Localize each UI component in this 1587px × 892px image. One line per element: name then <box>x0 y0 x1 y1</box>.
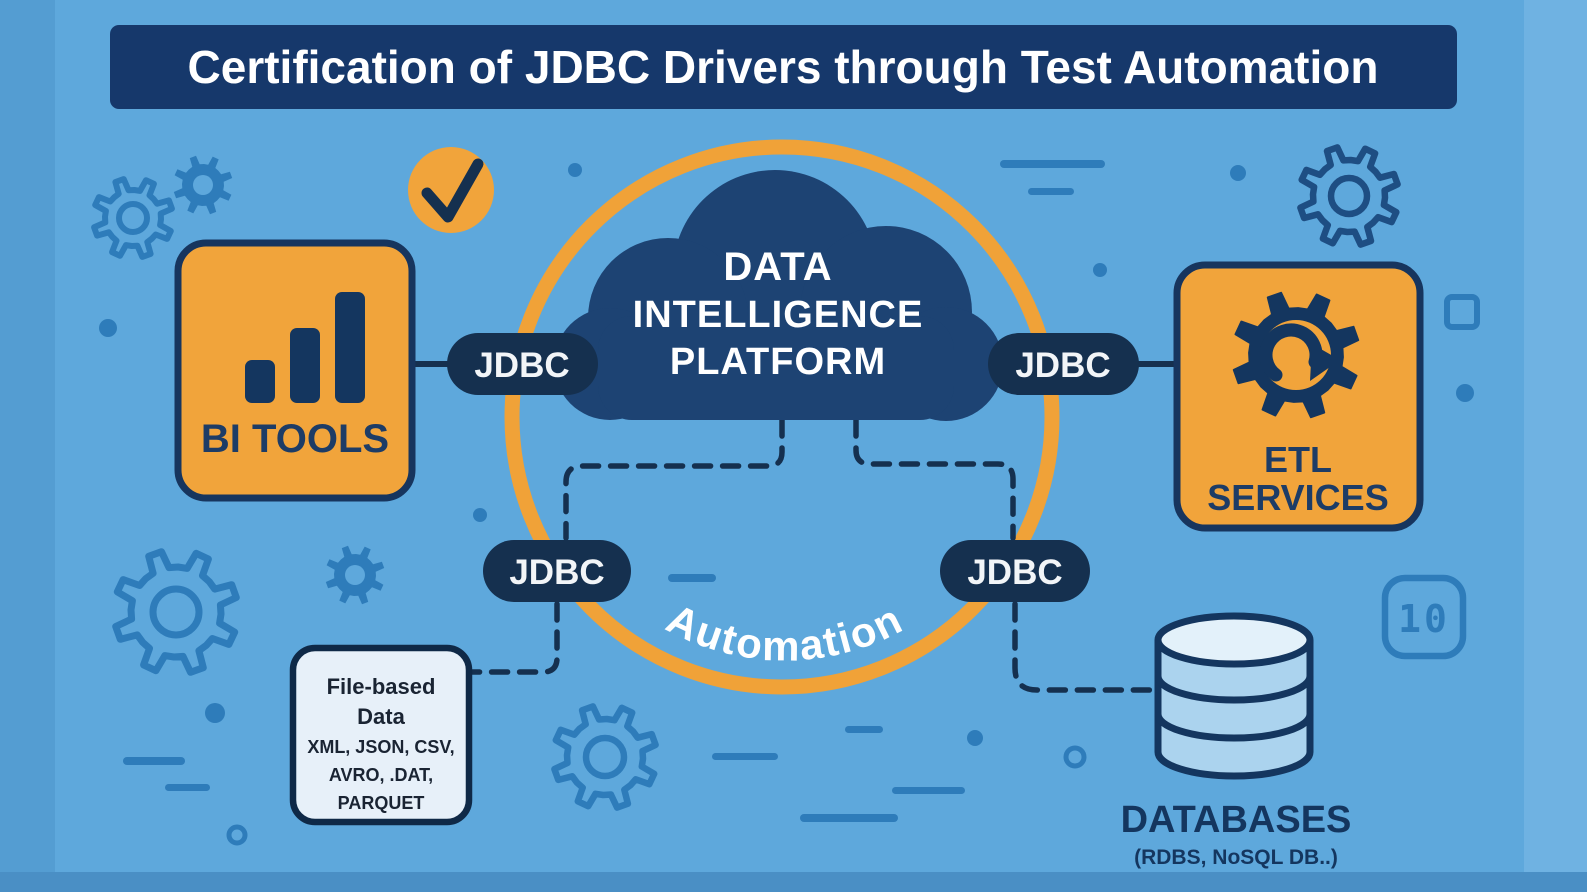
dash-line-decoration <box>1000 160 1105 168</box>
file-data-title-line1: File-based <box>327 674 436 699</box>
dash-line-decoration <box>1028 188 1074 195</box>
dot-decoration <box>568 163 582 177</box>
bi-tools-label: BI TOOLS <box>201 417 389 461</box>
page-title: Certification of JDBC Drivers through Te… <box>188 41 1379 93</box>
jdbc-pill-filedata: JDBC <box>483 540 631 602</box>
dash-line-decoration <box>712 753 778 760</box>
jdbc-pill-databases: JDBC <box>940 540 1090 602</box>
databases-label: DATABASES <box>1121 799 1352 841</box>
background-left-band <box>0 0 55 892</box>
file-based-data-box: File-based Data XML, JSON, CSV, AVRO, .D… <box>289 644 473 826</box>
file-data-title-line2: Data <box>357 704 405 729</box>
connector-dashed-jdbc-to-databases <box>1012 601 1157 693</box>
dot-decoration <box>967 730 983 746</box>
dash-line-decoration <box>845 726 883 733</box>
dashed-connectors <box>469 417 1157 693</box>
dot-decoration <box>1093 263 1107 277</box>
cloud-shape <box>554 170 1003 421</box>
gear-icon <box>173 155 233 215</box>
binary-icon-glyph: 10 <box>1398 597 1450 641</box>
ring-decoration <box>1063 745 1087 769</box>
etl-services-box: ETL SERVICES <box>1173 261 1424 532</box>
etl-label-line2: SERVICES <box>1207 477 1388 518</box>
platform-text-line2: INTELLIGENCE <box>633 294 924 336</box>
dash-line-decoration <box>800 814 898 822</box>
background-right-band <box>1524 0 1587 892</box>
binary-icon: 10 <box>1381 574 1467 660</box>
connector-dashed-platform-to-right-jdbc <box>853 417 1016 541</box>
dash-line-decoration <box>123 757 185 765</box>
dash-line-decoration <box>165 784 210 791</box>
connector-dashed-jdbc-to-filedata <box>469 601 560 675</box>
dash-line-decoration <box>892 787 965 794</box>
ring-decoration <box>226 824 248 846</box>
file-data-formats-line2: AVRO, .DAT, <box>329 765 433 785</box>
dot-decoration <box>1230 165 1246 181</box>
platform-text-line1: DATA <box>723 245 832 289</box>
bar-chart-icon <box>245 292 365 403</box>
jdbc-pill-label: JDBC <box>474 346 569 385</box>
title-banner: Certification of JDBC Drivers through Te… <box>110 25 1457 109</box>
dot-decoration <box>473 508 487 522</box>
platform-text-line3: PLATFORM <box>670 341 886 383</box>
etl-label-line1: ETL <box>1264 439 1332 480</box>
jdbc-pill-bi: JDBC <box>447 333 598 395</box>
gear-icon <box>91 176 175 260</box>
gear-icon <box>1297 144 1401 248</box>
jdbc-pills: JDBC JDBC JDBC JDBC <box>447 333 1139 602</box>
square-icon <box>1444 294 1480 330</box>
bi-tools-box: BI TOOLS <box>174 239 416 502</box>
decorative-gears <box>91 144 1401 811</box>
databases-sublabel: (RDBS, NoSQL DB..) <box>1134 846 1338 869</box>
jdbc-pill-etl: JDBC <box>988 333 1139 395</box>
dot-decoration <box>205 703 225 723</box>
platform-title: DATA INTELLIGENCE PLATFORM <box>633 245 924 383</box>
gear-icon <box>112 548 240 676</box>
jdbc-pill-label: JDBC <box>1015 346 1110 385</box>
dot-decoration <box>99 319 117 337</box>
check-badge-icon <box>408 147 494 233</box>
file-data-formats-line3: PARQUET <box>338 793 425 813</box>
file-data-formats-line1: XML, JSON, CSV, <box>307 737 454 757</box>
jdbc-pill-label: JDBC <box>967 553 1062 592</box>
dash-line-decoration <box>668 574 716 582</box>
gear-sync-icon <box>1232 291 1360 419</box>
dot-decoration <box>1456 384 1474 402</box>
gear-icon <box>325 545 385 605</box>
background-bottom-band <box>0 872 1587 892</box>
gear-icon <box>551 703 659 811</box>
automation-ring <box>504 139 1060 695</box>
connector-dashed-platform-to-left-jdbc <box>563 417 785 541</box>
decorative-lines <box>123 160 1105 822</box>
database-cylinder-icon <box>1154 612 1314 780</box>
decorative-dots <box>99 163 1474 846</box>
jdbc-pill-label: JDBC <box>509 553 604 592</box>
